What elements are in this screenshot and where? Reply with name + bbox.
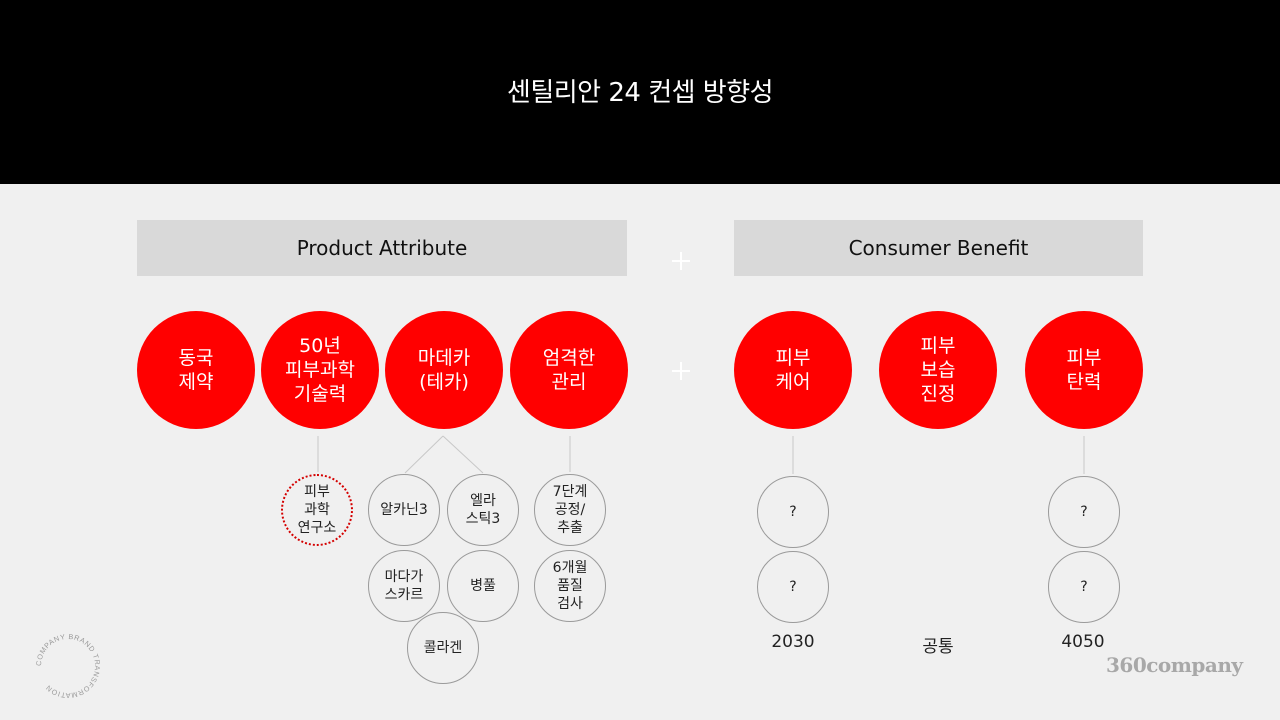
sub-circle-question: ?: [757, 551, 829, 623]
sub-circle-centella: 병풀: [447, 550, 519, 622]
svg-text:COMPANY BRAND TRANSFORMATION: COMPANY BRAND TRANSFORMATION: [34, 632, 102, 700]
circle-moisture-soothing: 피부 보습 진정: [879, 311, 997, 429]
product-attribute-header: Product Attribute: [137, 220, 627, 276]
sub-circle-question: ?: [1048, 551, 1120, 623]
sub-circle-alkanin: 알카닌3: [368, 474, 440, 546]
sub-circle-process: 7단계 공정/ 추출: [534, 474, 606, 546]
brand-ring-logo: COMPANY BRAND TRANSFORMATION: [34, 632, 102, 700]
ring-logo-text: COMPANY BRAND TRANSFORMATION: [34, 632, 102, 700]
title-bar: [0, 0, 1280, 184]
label-4050: 4050: [1061, 632, 1105, 652]
circle-strict-management: 엄격한 관리: [510, 311, 628, 429]
circle-50yr-skin-science: 50년 피부과학 기술력: [261, 311, 379, 429]
circle-skin-care: 피부 케어: [734, 311, 852, 429]
sub-circle-elastic: 엘라 스틱3: [447, 474, 519, 546]
label-2030: 2030: [771, 632, 815, 652]
circle-dongkook-pharm: 동국 제약: [137, 311, 255, 429]
circle-skin-elasticity: 피부 탄력: [1025, 311, 1143, 429]
sub-circle-madagascar: 마다가 스카르: [368, 550, 440, 622]
sub-circle-inspection: 6개월 품질 검사: [534, 550, 606, 622]
sub-circle-research-lab: 피부 과학 연구소: [281, 474, 353, 546]
circle-madeca: 마데카 (테카): [385, 311, 503, 429]
plus-icon: [672, 362, 690, 380]
company-logo: 360company: [1106, 653, 1243, 677]
page-title: 센틸리안 24 컨셉 방향성: [506, 78, 774, 108]
sub-circle-collagen: 콜라겐: [407, 612, 479, 684]
sub-circle-question: ?: [757, 476, 829, 548]
sub-circle-question: ?: [1048, 476, 1120, 548]
consumer-benefit-header: Consumer Benefit: [734, 220, 1143, 276]
label-common: 공통: [922, 637, 954, 657]
plus-icon: [672, 252, 690, 270]
